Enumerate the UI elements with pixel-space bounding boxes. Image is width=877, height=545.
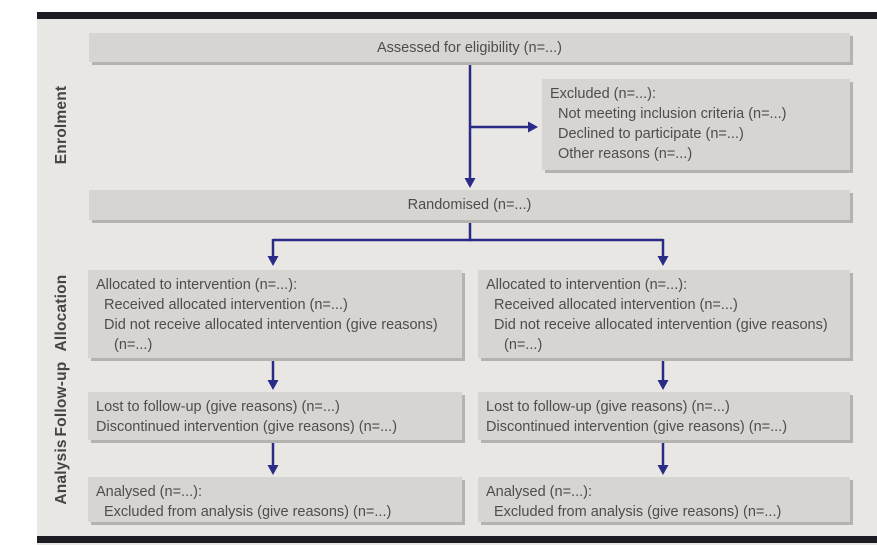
- box-followup-item: Discontinued intervention (give reasons)…: [96, 419, 398, 435]
- box-allocation-right: Allocated to intervention (n=...): Recei…: [478, 270, 850, 358]
- box-excluded-item: Declined to participate (n=...): [558, 126, 744, 142]
- box-allocation-title: Allocated to intervention (n=...):: [96, 277, 298, 293]
- stage-label-allocation: Allocation: [53, 274, 70, 352]
- box-allocation-item: Did not receive allocated intervention (…: [494, 317, 828, 353]
- box-analysis-item: Excluded from analysis (give reasons) (n…: [494, 504, 782, 520]
- box-excluded: Excluded (n=...): Not meeting inclusion …: [542, 79, 850, 170]
- box-followup-item: Lost to follow-up (give reasons) (n=...): [486, 399, 730, 415]
- stage-label-analysis: Analysis: [53, 439, 70, 505]
- box-followup-right: Lost to follow-up (give reasons) (n=...)…: [478, 392, 850, 440]
- box-excluded-item: Not meeting inclusion criteria (n=...): [558, 106, 787, 122]
- box-analysis-right: Analysed (n=...): Excluded from analysis…: [478, 477, 850, 522]
- top-rule: [37, 12, 877, 19]
- box-allocation-left: Allocated to intervention (n=...): Recei…: [88, 270, 462, 358]
- box-followup-left: Lost to follow-up (give reasons) (n=...)…: [88, 392, 462, 440]
- box-analysis-title: Analysed (n=...):: [486, 484, 592, 500]
- box-allocation-item: Received allocated intervention (n=...): [104, 297, 348, 313]
- box-excluded-title: Excluded (n=...):: [550, 86, 656, 102]
- box-allocation-item: Received allocated intervention (n=...): [494, 297, 738, 313]
- box-analysis-item: Excluded from analysis (give reasons) (n…: [104, 504, 392, 520]
- box-allocation-item: Did not receive allocated intervention (…: [104, 317, 438, 353]
- box-assessed: Assessed for eligibility (n=...): [89, 33, 850, 62]
- box-excluded-item: Other reasons (n=...): [558, 146, 693, 162]
- stage-label-enrolment: Enrolment: [53, 85, 70, 165]
- box-randomised-text: Randomised (n=...): [407, 197, 532, 213]
- box-followup-item: Lost to follow-up (give reasons) (n=...): [96, 399, 340, 415]
- box-followup-item: Discontinued intervention (give reasons)…: [486, 419, 788, 435]
- box-randomised: Randomised (n=...): [89, 190, 850, 220]
- box-assessed-text: Assessed for eligibility (n=...): [377, 39, 562, 56]
- box-analysis-left: Analysed (n=...): Excluded from analysis…: [88, 477, 462, 522]
- stage-label-followup: Follow-up: [53, 361, 70, 437]
- box-analysis-title: Analysed (n=...):: [96, 484, 202, 500]
- box-allocation-title: Allocated to intervention (n=...):: [486, 277, 688, 293]
- bottom-rule: [37, 536, 877, 543]
